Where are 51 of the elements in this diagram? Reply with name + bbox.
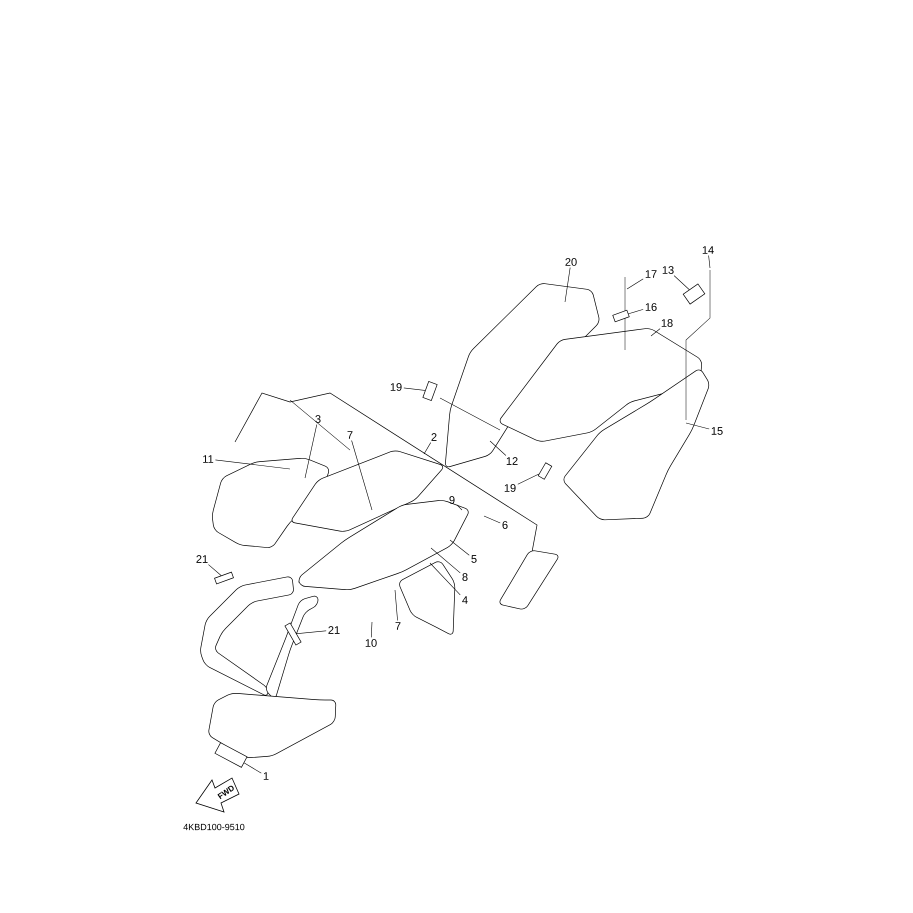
decal [214,572,234,584]
callout-number: 4 [462,596,468,604]
leader-line [304,424,318,478]
leader-line [450,540,470,556]
callout-number: 9 [449,496,455,504]
callout-number: 10 [366,639,377,647]
callout-number: 2 [432,433,437,441]
leader-line [244,762,262,774]
callout-number: 17 [646,270,657,278]
callout-number: 21 [196,555,208,563]
leader-line [430,548,461,574]
callout-number: 11 [203,455,214,463]
callout-number: 14 [702,246,714,254]
leader-line [626,278,644,290]
callout-number: 6 [502,521,508,529]
leader-line [404,388,426,391]
leader-line [484,516,501,524]
callout-number: 8 [462,573,468,581]
leader-line [564,267,570,302]
leader-line [208,564,222,576]
callout-number: 21 [328,626,340,634]
callout-number: 3 [315,415,321,423]
leader-line [628,309,644,314]
callout-number: 7 [348,431,352,439]
leader-line [424,442,432,454]
leader-line [674,275,690,290]
callout-number: 20 [565,258,577,266]
callout-number: 18 [662,319,673,327]
callout-number: 12 [506,457,518,465]
decal [612,310,630,322]
leader-line [394,590,398,621]
leader-line [518,474,540,484]
leader-line [650,328,660,336]
callout-number: 19 [504,484,516,492]
leader-line [456,504,462,510]
leader-line [430,562,461,596]
decal [538,462,552,480]
leader-line [351,440,372,510]
callout-number: 5 [471,555,477,563]
callout-number: 16 [646,303,657,311]
leader-line [370,622,372,638]
leader-line [215,460,290,470]
leader-line [708,255,710,268]
leader-line [686,422,710,430]
leader-line [490,440,506,456]
callout-number: 13 [662,266,674,274]
callout-number: 15 [712,427,723,435]
part-number: 4KBD100-9510 [183,824,244,830]
callout-number: 1 [264,772,269,780]
callout-number: 19 [390,383,402,391]
callout-number: 7 [396,622,401,630]
